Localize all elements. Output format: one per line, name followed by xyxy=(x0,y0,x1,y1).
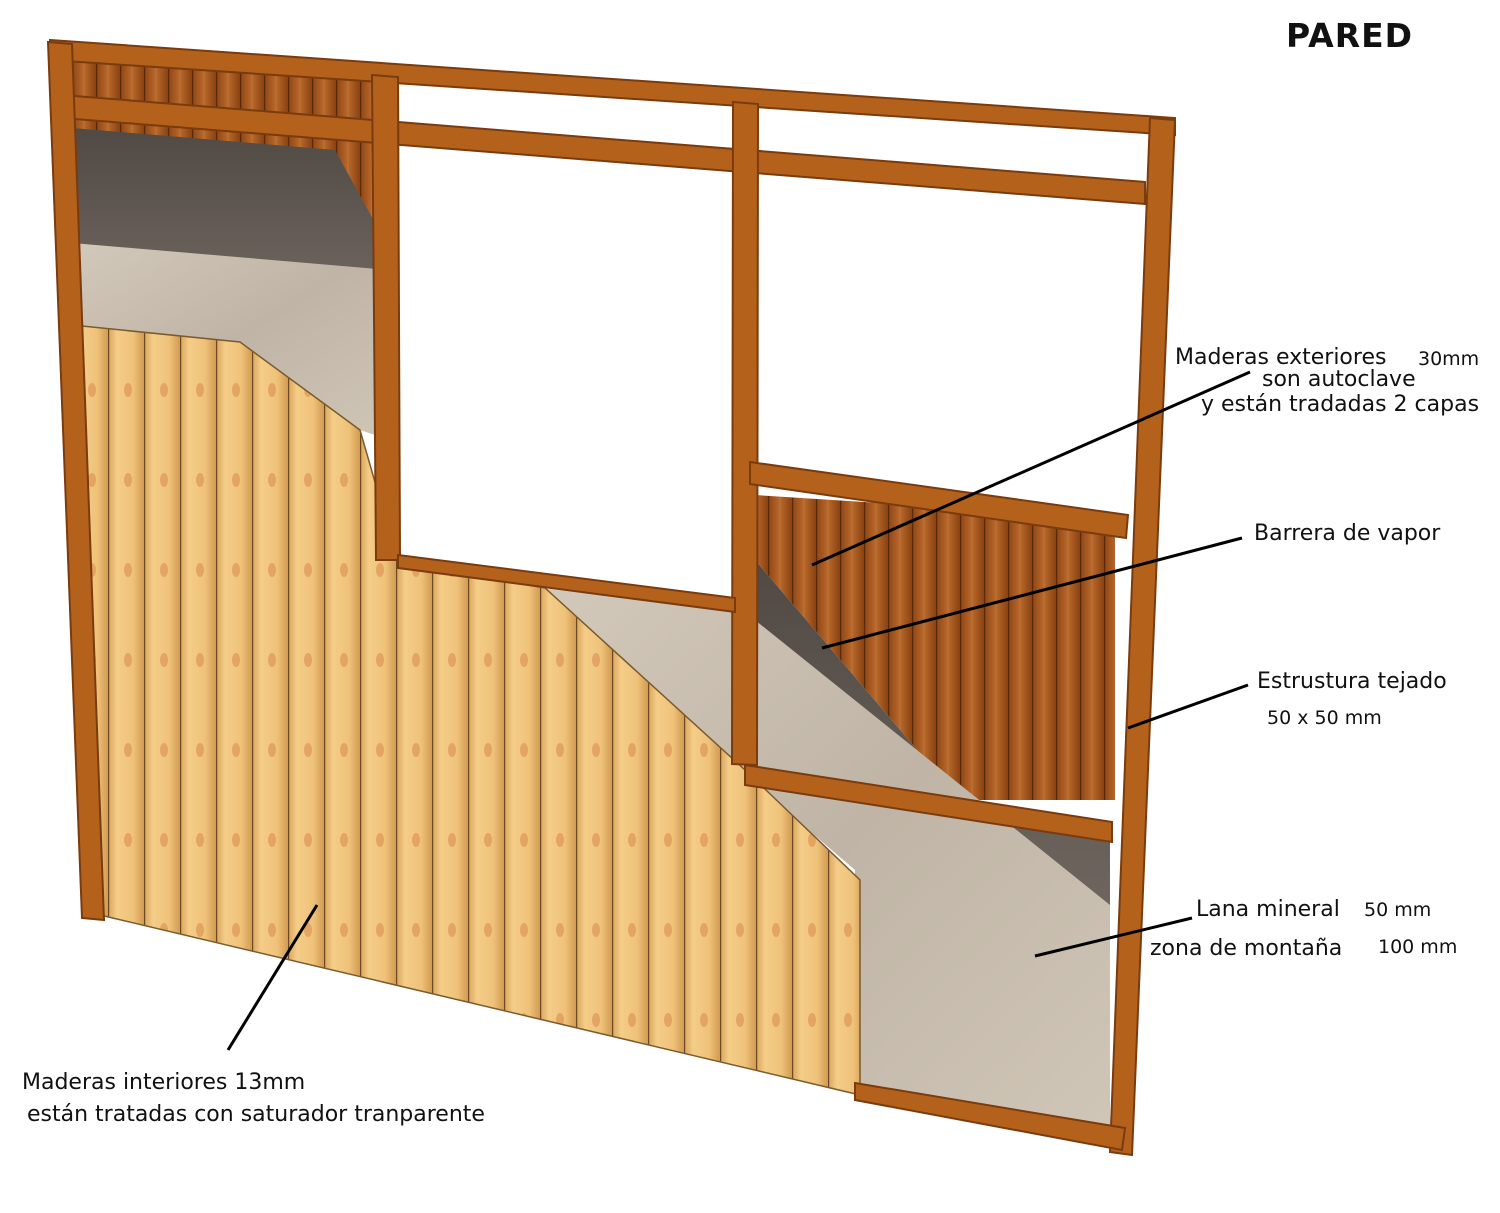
interior-boards xyxy=(71,324,861,1096)
leader-wool xyxy=(1034,916,1193,958)
label-exterior-line1: Maderas exteriores xyxy=(1175,345,1387,370)
label-wool-line1: Lana mineral xyxy=(1196,897,1340,922)
label-exterior-line3: y están tradadas 2 capas xyxy=(1201,392,1480,417)
label-wool-value2: 100 mm xyxy=(1378,936,1458,958)
leader-interior xyxy=(226,904,319,1051)
label-interior-line1: Maderas interiores 13mm xyxy=(22,1070,306,1095)
label-wool-line2: zona de montaña xyxy=(1150,936,1343,961)
label-exterior-line2: son autoclave xyxy=(1262,367,1416,392)
label-interior-line2: están tratadas con saturador tranparente xyxy=(27,1102,485,1127)
mineral-wool-lower xyxy=(540,588,1110,1130)
label-vapor-barrier: Barrera de vapor xyxy=(1254,521,1441,546)
timber-frame xyxy=(46,38,1177,1157)
leader-lines xyxy=(226,370,1251,1051)
label-wool-value1: 50 mm xyxy=(1364,899,1432,921)
label-exterior-thickness: 30mm xyxy=(1418,348,1480,370)
diagram-title: PARED xyxy=(1286,16,1414,55)
label-structure-line1: Estrustura tejado xyxy=(1257,669,1447,694)
leader-structure xyxy=(1127,683,1249,730)
leader-exterior xyxy=(811,370,1251,567)
leader-vapor xyxy=(821,536,1243,650)
vapor-barrier-upper xyxy=(72,128,390,290)
label-structure-line2: 50 x 50 mm xyxy=(1267,707,1382,729)
exterior-boards-lower xyxy=(755,495,1115,800)
